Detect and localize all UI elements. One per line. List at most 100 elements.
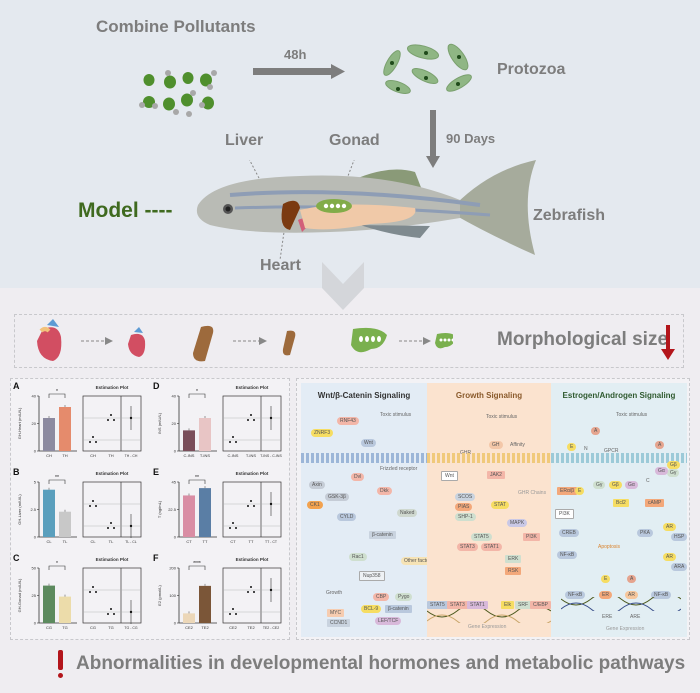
estrogen-node-nfkb-right: NF-κB [651,591,672,599]
estrogen-node-galpha-r: Gα [655,467,668,475]
data-point [247,505,249,507]
bar-ch [43,418,55,451]
bar-cg [43,585,55,623]
data-point [232,522,234,524]
protozoa-illustration [383,43,472,94]
y-axis-label: E2 (pmol/L) [157,585,162,606]
estimation-x-label: CH [90,453,96,458]
data-point [253,419,255,421]
growth-node-jak2: JAK2 [487,471,505,479]
wnt-node-ck1: CK1 [307,501,323,509]
data-point [92,500,94,502]
data-point [247,419,249,421]
y-tick-label: 0 [174,449,177,454]
estimation-x-label: TG [108,625,114,630]
diff-point [269,588,273,592]
y-tick-label: 25 [32,593,37,598]
wnt-node-ccnd1: CCND1 [327,619,351,627]
significance-bracket [48,565,66,570]
y-axis-label: GH-Heart (mIU/L) [17,407,22,439]
data-point [229,527,231,529]
data-point [253,505,255,507]
estimation-x-label: CT [230,539,236,544]
x-tick-label: CL [46,539,52,544]
significance-bracket [48,393,66,398]
source-label: Combine Pollutants [96,17,256,36]
diff-point [129,416,133,420]
y-tick-label: 40 [172,394,177,399]
data-point [89,441,91,443]
data-point [235,441,237,443]
estimation-x-label: CG [90,625,96,630]
x-tick-label: TH [62,453,67,458]
growth-node-srf: SRF [515,601,531,609]
data-point [250,500,252,502]
estimation-plot-title: Estimation Plot [236,385,269,390]
y-tick-label: 0 [34,621,37,626]
decrease-arrow-icon [661,325,675,360]
x-tick-label: C-INS [184,453,195,458]
estrogen-node-gbeta: Gβ [609,481,622,489]
x-tick-label: CT [186,539,192,544]
bar-cl [43,489,55,537]
x-tick-label: TE2 [201,625,209,630]
alert-icon [57,650,65,680]
signaling-pathways-panel: Wnt/β-Catenin Signaling Toxic stimulus R… [296,378,690,640]
exposure-section [0,0,700,288]
estrogen-node-er: ERα/β [557,487,578,495]
estrogen-node-ar: AR [663,523,676,531]
growth-node-stat3-dna: STAT3 [447,601,468,609]
wnt-pathway-title: Wnt/β-Catenin Signaling [317,391,411,400]
growth-pathway: Growth Signaling Toxic stimulus GH Affin… [427,383,552,637]
growth-node-wnt: Wnt [441,471,458,481]
diff-axis-label: Difference between means [285,575,286,617]
growth-node-gh: GH [489,441,503,449]
significance-marker: * [56,389,58,395]
gonad-normal-icon [351,327,387,353]
growth-node-ghr-chains: GHR Chains [518,490,547,496]
significance-marker: * [56,561,58,567]
estimation-plot-title: Estimation Plot [96,557,129,562]
estrogen-node-gpcr: GPCR [604,448,619,454]
x-tick-label: TL [63,539,68,544]
diff-point [129,524,133,528]
organ-label-gonad: Gonad [329,132,380,149]
significance-marker: * [196,389,198,395]
x-tick-label: TG [62,625,68,630]
wnt-node-myc: MYC [327,609,345,617]
bar-tt [199,488,211,537]
estrogen-pathway-title: Estrogen/Androgen Signaling [562,391,676,400]
data-point [110,522,112,524]
morphology-panel: Morphological size [14,314,684,368]
y-tick-label: 40 [32,394,37,399]
x-tick-label: T-INS [200,453,211,458]
growth-node-scos: SCOS [455,493,476,501]
panel-letter: E [153,467,160,477]
data-point [232,608,234,610]
wnt-node-pygo: Pygo [395,593,413,601]
data-point [229,613,231,615]
growth-dna [427,609,551,623]
estrogen-node-camp: cAMP [645,499,665,507]
significance-bracket [48,479,66,484]
wnt-node-znrf3: ZNRF3 [311,429,334,437]
estimation-x-label: TT [249,539,254,544]
y-tick-label: 20 [32,421,37,426]
diff-label: TH - CH [125,454,138,458]
growth-node-affinity: Affinity [510,442,525,448]
diff-point [129,610,133,614]
growth-node-pias: PIAS [455,503,473,511]
data-point [89,505,91,507]
panel-letter: A [13,381,20,391]
bar-te2 [199,585,211,623]
diff-label: TT - CT [265,540,278,544]
growth-membrane [427,453,551,463]
